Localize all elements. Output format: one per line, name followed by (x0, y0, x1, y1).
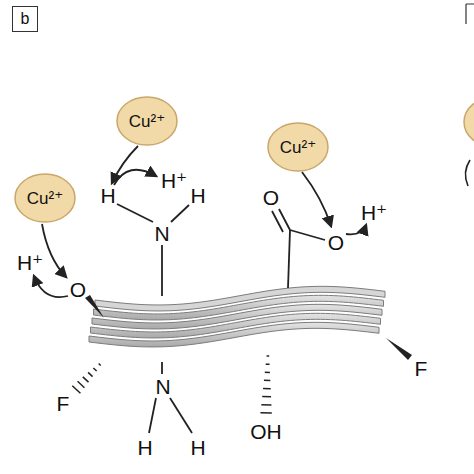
bond (288, 230, 290, 288)
wedge-bond (85, 295, 104, 318)
bond (170, 398, 192, 433)
copper-ion: Cu²⁺ (267, 122, 329, 172)
bond (290, 230, 325, 240)
hash-stroke (72, 386, 80, 394)
atom-label: OH (250, 421, 282, 442)
atom-label: N (155, 376, 170, 397)
layered-sheet (89, 286, 385, 347)
curved-arrow (34, 276, 68, 297)
hash-stroke (262, 396, 271, 398)
panel-label-box: b (12, 6, 38, 32)
hash-stroke (93, 368, 96, 371)
atom-label: O (70, 279, 86, 300)
ion-ellipse (117, 97, 177, 145)
atom-label: H⁺ (17, 252, 43, 273)
hash-stroke (264, 380, 270, 382)
hash-stroke (267, 355, 270, 357)
atom-label: H (190, 185, 205, 206)
curved-arrow (346, 225, 366, 234)
cropped-frame (466, 4, 474, 24)
hash-stroke (78, 381, 85, 387)
bond (161, 362, 163, 374)
ion-label: Cu²⁺ (129, 111, 165, 132)
curved-arrow (112, 146, 138, 183)
bond (149, 398, 156, 433)
atom-label: H (137, 437, 152, 458)
atom-label: F (57, 393, 70, 414)
copper-ion: Cu²⁺ (14, 173, 76, 223)
hash-stroke (266, 363, 270, 365)
wedge-bond (386, 338, 412, 360)
ion-label: Cu²⁺ (280, 137, 316, 158)
panel-letter: b (21, 10, 30, 28)
atom-label: O (328, 232, 344, 253)
atom-label: N (154, 223, 169, 244)
curved-arrow (114, 170, 156, 185)
hash-stroke (265, 371, 270, 373)
curved-arrow (42, 224, 66, 277)
hash-stroke (83, 377, 89, 382)
ion-label: Cu²⁺ (27, 188, 63, 209)
atom-label: H (100, 185, 115, 206)
hash-stroke (99, 364, 101, 366)
atom-label: H (190, 437, 205, 458)
hash-stroke (263, 388, 271, 390)
atom-label: H⁺ (361, 202, 387, 223)
ion-ellipse (15, 174, 75, 222)
copper-ion: Cu²⁺ (116, 96, 178, 146)
double-bond (272, 209, 290, 232)
cropped-ion (464, 97, 474, 147)
atom-label: O (263, 187, 279, 208)
atom-label: H⁺ (161, 170, 187, 191)
curved-arrow (302, 172, 331, 226)
hash-stroke (260, 412, 271, 414)
atom-label: F (415, 358, 428, 379)
bond (161, 245, 163, 296)
sheet-layer (95, 286, 385, 311)
hashed-bond (72, 356, 272, 413)
bond (171, 205, 189, 222)
bond (117, 204, 153, 222)
cropped-arrow (465, 160, 470, 186)
hash-stroke (88, 372, 93, 376)
ion-ellipse (268, 123, 328, 171)
hash-stroke (261, 404, 271, 406)
